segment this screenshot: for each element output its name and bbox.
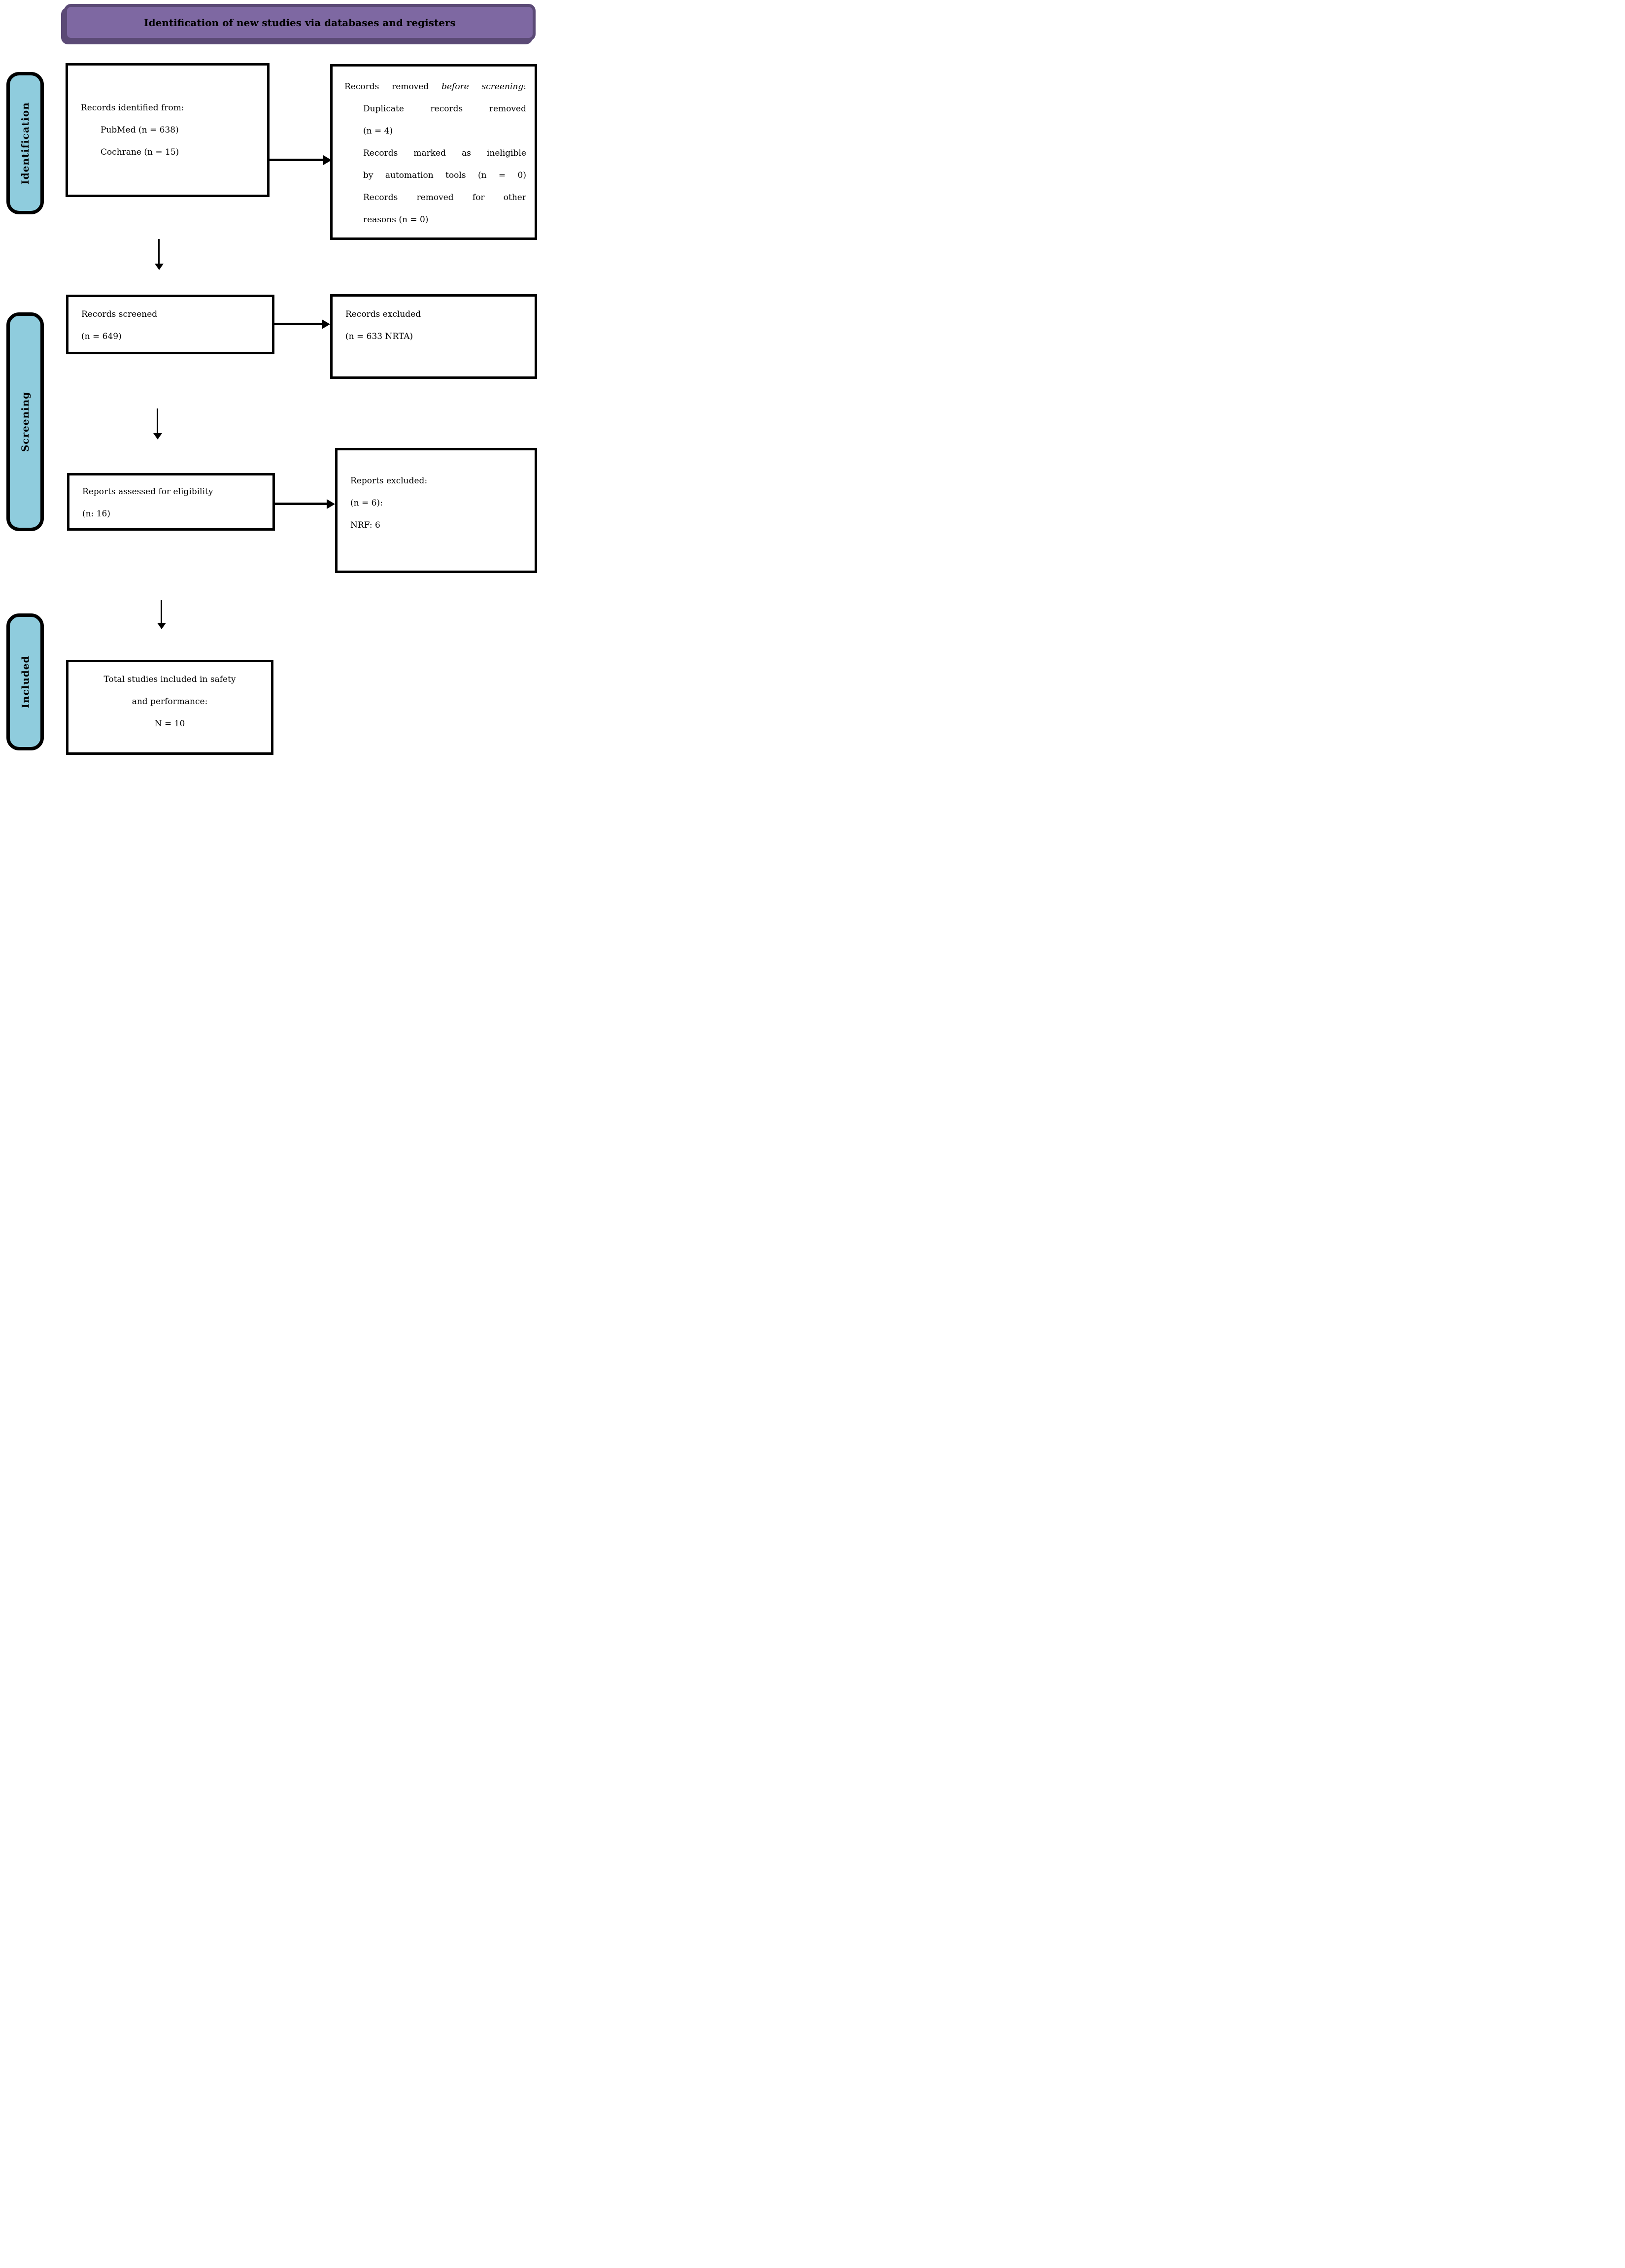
box-line: and performance: xyxy=(132,697,208,707)
box-line: Records marked as ineligible xyxy=(363,148,526,158)
stage-identification-label: Identification xyxy=(19,102,31,185)
box-line: (n = 633 NRTA) xyxy=(345,332,413,341)
box-line: Reports assessed for eligibility xyxy=(82,487,213,497)
box-line: Duplicate records removed xyxy=(363,104,526,114)
box-records-removed: Records removed before screening: Duplic… xyxy=(330,64,537,240)
arrow-head-icon xyxy=(153,433,162,440)
box-line: Records excluded xyxy=(345,309,421,319)
box-reports-assessed: Reports assessed for eligibility (n: 16) xyxy=(67,473,275,531)
box-line: by automation tools (n = 0) xyxy=(363,170,526,180)
box-line-text: : xyxy=(523,82,526,92)
stage-included-label: Included xyxy=(19,655,31,709)
arrow-head-icon xyxy=(322,319,330,329)
box-line: Records removed for other xyxy=(363,193,526,203)
box-line: Total studies included in safety xyxy=(103,675,236,684)
arrow-head-icon xyxy=(155,264,164,270)
stage-screening: Screening xyxy=(6,312,44,531)
box-total-included: Total studies included in safety and per… xyxy=(66,660,273,755)
box-line: (n = 4) xyxy=(363,126,393,136)
arrow-line xyxy=(274,323,322,325)
arrow-line xyxy=(275,503,327,505)
stage-screening-label: Screening xyxy=(19,391,31,452)
header-banner: Identification of new studies via databa… xyxy=(64,4,536,41)
box-records-screened: Records screened (n = 649) xyxy=(66,295,274,354)
box-line-text: Records removed xyxy=(344,82,442,92)
box-line: reasons (n = 0) xyxy=(363,215,429,225)
box-records-excluded: Records excluded (n = 633 NRTA) xyxy=(330,294,537,379)
arrow-line xyxy=(270,159,323,161)
arrow-head-icon xyxy=(327,499,335,509)
box-reports-excluded: Reports excluded: (n = 6): NRF: 6 xyxy=(335,448,537,573)
header-title: Identification of new studies via databa… xyxy=(144,16,456,29)
box-line: Records screened xyxy=(81,309,158,319)
prisma-flow-diagram: Identification of new studies via databa… xyxy=(0,0,542,756)
box-line: (n = 6): xyxy=(350,498,383,508)
box-line: Reports excluded: xyxy=(350,476,428,486)
box-line-italic-text: before screening xyxy=(441,82,524,92)
box-line: Records identified from: xyxy=(81,103,184,113)
box-line: Records removed before screening: xyxy=(344,76,526,98)
box-line: NRF: 6 xyxy=(350,520,380,530)
box-line: (n: 16) xyxy=(82,509,110,519)
arrow-line xyxy=(157,408,158,433)
arrow-line xyxy=(161,600,162,623)
box-line: N = 10 xyxy=(154,719,185,729)
stage-included: Included xyxy=(6,613,44,750)
arrow-head-icon xyxy=(157,623,166,629)
box-line: PubMed (n = 638) xyxy=(101,125,179,135)
box-records-identified: Records identified from: PubMed (n = 638… xyxy=(66,63,270,197)
arrow-line xyxy=(158,239,160,264)
box-line: (n = 649) xyxy=(81,332,122,341)
arrow-head-icon xyxy=(323,155,332,165)
stage-identification: Identification xyxy=(6,72,44,214)
box-line: Cochrane (n = 15) xyxy=(101,147,179,157)
